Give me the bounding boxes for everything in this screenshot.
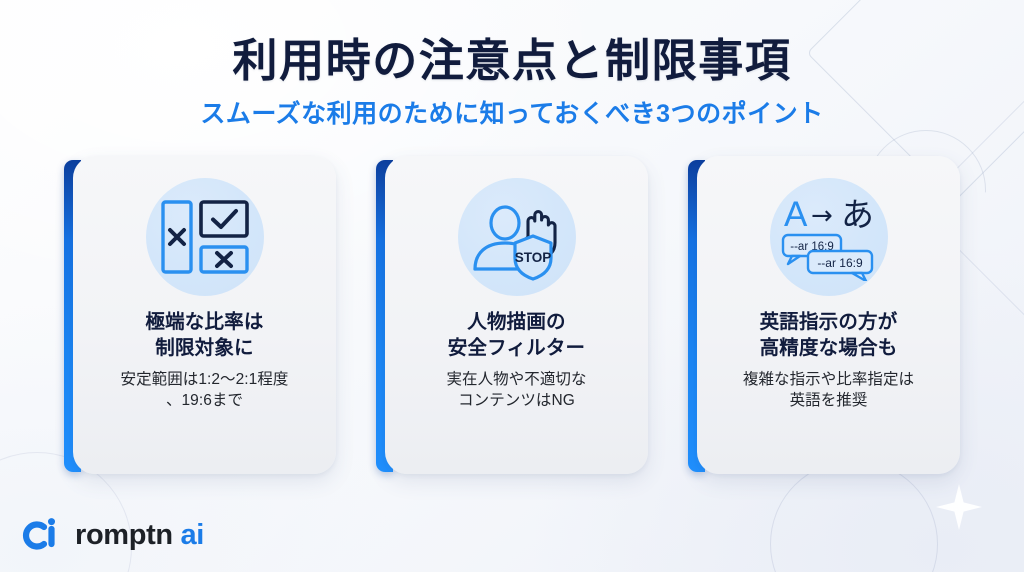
- card-title-line1: 人物描画の: [467, 311, 566, 334]
- letter-a-label: A: [784, 195, 808, 234]
- card-desc-line2: コンテンツはNG: [458, 392, 575, 410]
- arrow-right-icon: →: [811, 201, 833, 231]
- brand-name-suffix: ai: [180, 519, 205, 551]
- bubble-ar-label-2: --ar 16:9: [817, 256, 863, 270]
- card-description: 実在人物や不適切な コンテンツはNG: [438, 369, 594, 411]
- card-desc-line2: 英語を推奨: [789, 392, 868, 410]
- footer-logo[interactable]: romptn ai: [22, 513, 204, 558]
- card-title-line1: 英語指示の方が: [759, 311, 898, 334]
- shield-stop-label: STOP: [514, 250, 551, 265]
- card-title-line2: 高精度な場合も: [759, 337, 898, 360]
- card-title-line1: 極端な比率は: [145, 311, 264, 334]
- card-title-line2: 安全フィルター: [447, 337, 586, 360]
- card-list: 極端な比率は 制限対象に 安定範囲は1:2〜2:1程度 、19:6まで: [0, 156, 1024, 475]
- card-aspect-ratio-restriction[interactable]: 極端な比率は 制限対象に 安定範囲は1:2〜2:1程度 、19:6まで: [64, 156, 336, 475]
- card-desc-line1: 安定範囲は1:2〜2:1程度: [120, 371, 289, 389]
- page-title: 利用時の注意点と制限事項: [232, 35, 792, 86]
- slide-header: 利用時の注意点と制限事項 スムーズな利用のために知っておくべき3つのポイント: [0, 0, 1024, 129]
- card-description: 安定範囲は1:2〜2:1程度 、19:6まで: [113, 369, 297, 411]
- aspect-ratio-restriction-icon: [145, 178, 264, 297]
- brand-name-main: romptn: [75, 519, 173, 551]
- card-title-line2: 制限対象に: [155, 337, 254, 360]
- english-prompt-translation-icon: A → あ --ar 16:9 --ar 16:9: [769, 178, 888, 297]
- card-person-safety-filter[interactable]: STOP 人物描画の 安全フィルター 実在人物や不適切な コンテンツはNG: [376, 156, 648, 475]
- card-description: 複雑な指示や比率指定は 英語を推奨: [735, 369, 922, 411]
- card-desc-line1: 複雑な指示や比率指定は: [742, 371, 915, 389]
- page-subtitle: スムーズな利用のために知っておくべき3つのポイント: [200, 100, 824, 129]
- hiragana-a-label: あ: [841, 195, 874, 234]
- card-desc-line1: 実在人物や不適切な: [446, 371, 587, 389]
- card-desc-line2: 、19:6まで: [165, 392, 244, 410]
- card-title: 極端な比率は 制限対象に: [145, 310, 263, 362]
- brand-name: romptn ai: [75, 521, 204, 550]
- card-title: 英語指示の方が 高精度な場合も: [760, 310, 898, 362]
- card-english-prompt-accuracy[interactable]: A → あ --ar 16:9 --ar 16:9 英語指示の方が 高精度な場合…: [688, 156, 960, 475]
- card-title: 人物描画の 安全フィルター: [448, 310, 585, 362]
- person-safety-filter-icon: STOP: [457, 178, 576, 297]
- romptn-ai-logo-icon: [22, 513, 62, 558]
